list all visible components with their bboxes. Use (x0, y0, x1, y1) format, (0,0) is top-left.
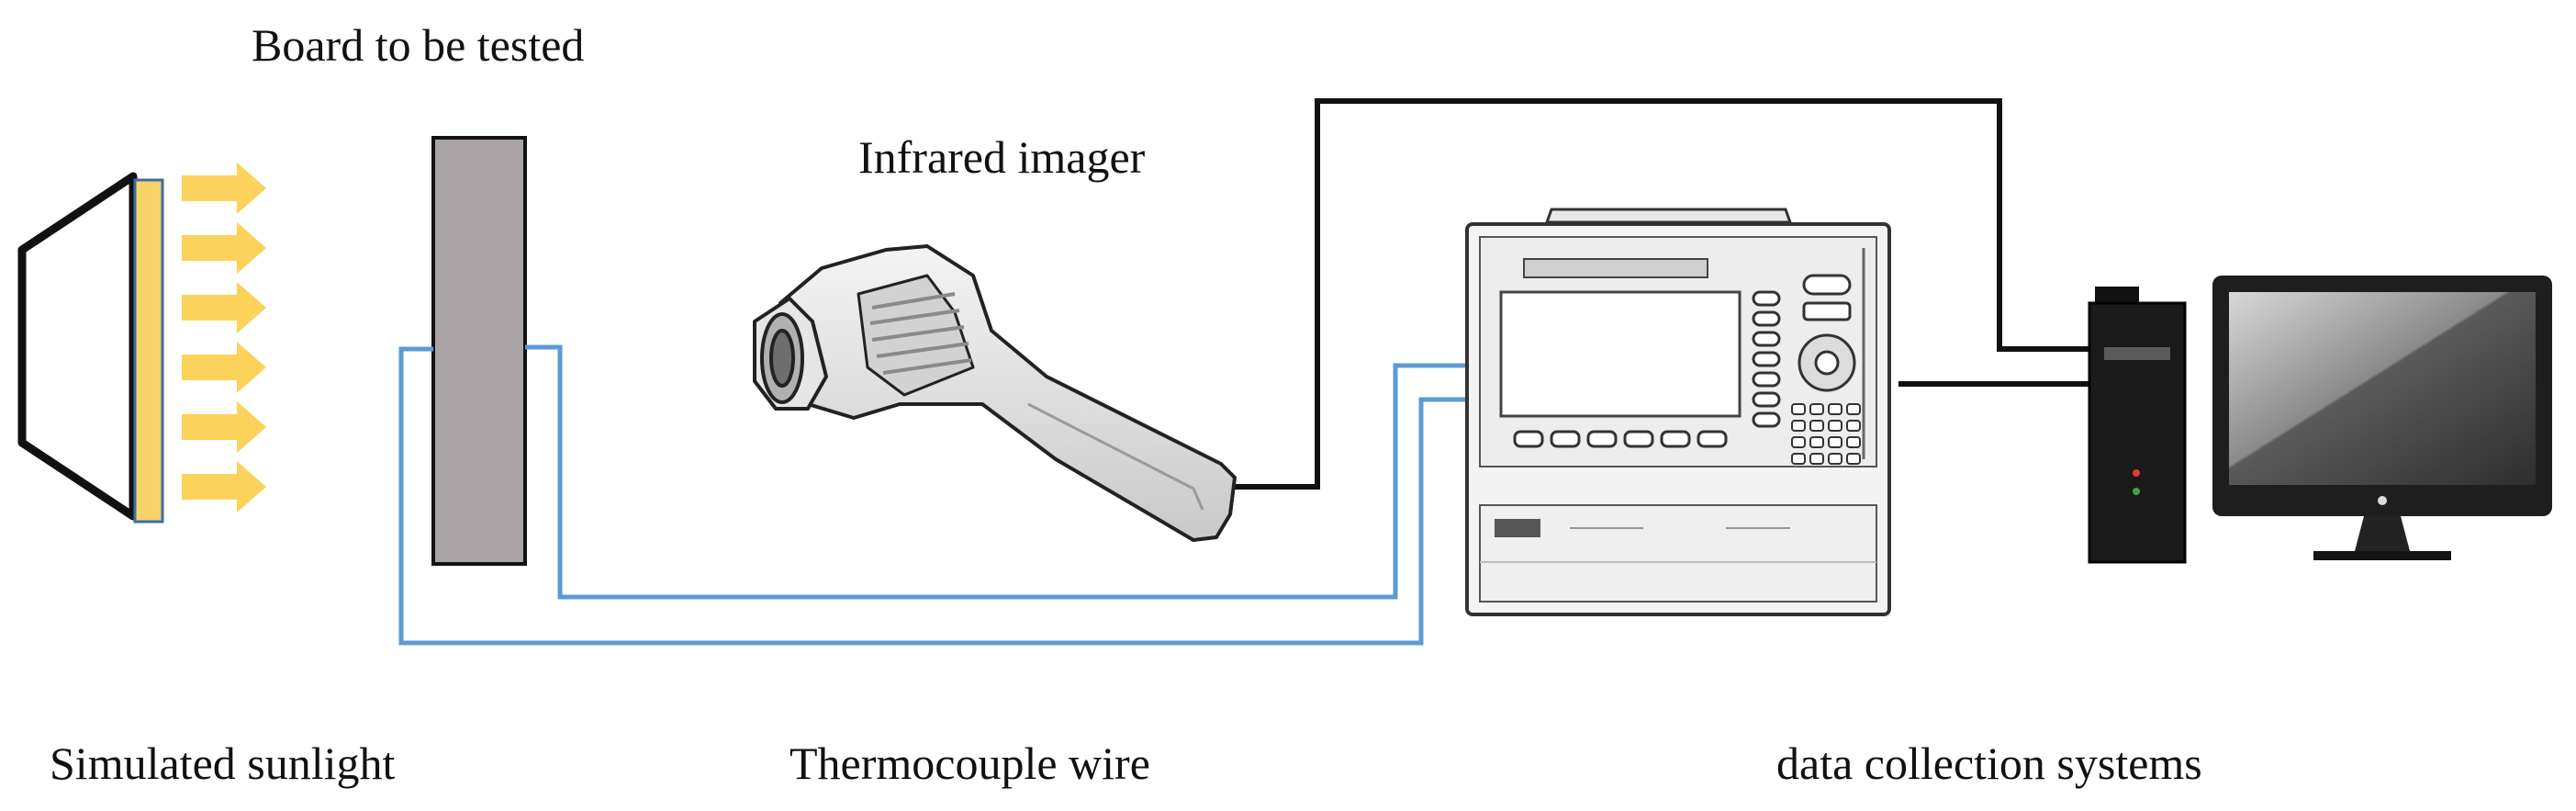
sunlight-arrows (182, 163, 266, 513)
pc-tower-icon (2088, 287, 2187, 564)
infrared-imager-icon (753, 244, 1237, 542)
recorder-key (1791, 420, 1806, 432)
data-recorder-icon (1465, 208, 1891, 616)
lamp-housing-icon (17, 172, 138, 521)
imager-signal-wire (1230, 98, 2095, 490)
recorder-side-buttons (1752, 290, 1781, 428)
recorder-keypad (1791, 403, 1861, 465)
recorder-key (1846, 420, 1861, 432)
recorder-key (1791, 453, 1806, 465)
imager-label: Infrared imager (858, 131, 1146, 183)
recorder-side-button (1752, 351, 1781, 367)
recorder-side-button (1752, 411, 1781, 428)
signal-wires (1230, 98, 2095, 490)
sunlight-arrow (182, 282, 266, 333)
recorder-key (1809, 453, 1824, 465)
recorder-side-button (1752, 310, 1781, 327)
thermocouple-wire-front (398, 346, 1469, 646)
daq-label: data collection systems (1776, 738, 2202, 789)
recorder-function-button (1623, 430, 1654, 448)
recorder-key (1828, 403, 1842, 415)
light-filter (133, 178, 164, 524)
sunlight-label: Simulated sunlight (50, 738, 396, 789)
thermocouple-wires (398, 344, 1469, 646)
recorder-key (1846, 436, 1861, 448)
recorder-function-button (1586, 430, 1618, 448)
recorder-key (1809, 403, 1824, 415)
recorder-function-button (1513, 430, 1544, 448)
sunlight-arrow (182, 401, 266, 453)
recorder-key (1791, 436, 1806, 448)
sunlight-arrow (182, 222, 266, 274)
recorder-function-button (1660, 430, 1691, 448)
thermocouple-label: Thermocouple wire (790, 738, 1150, 789)
sunlight-arrow (182, 342, 266, 393)
recorder-side-button (1752, 371, 1781, 388)
monitor-icon (2212, 276, 2552, 560)
recorder-key (1846, 403, 1861, 415)
thermocouple-wire-back (525, 344, 1469, 600)
sunlight-arrow (182, 163, 266, 214)
recorder-function-button (1550, 430, 1581, 448)
recorder-side-button (1752, 290, 1781, 307)
test-board (431, 136, 527, 566)
recorder-key (1809, 420, 1824, 432)
recorder-side-button (1752, 391, 1781, 408)
recorder-key (1828, 453, 1842, 465)
sunlight-arrow (182, 461, 266, 513)
board-label: Board to be tested (252, 19, 585, 71)
recorder-function-button (1697, 430, 1728, 448)
recorder-side-button (1752, 331, 1781, 347)
recorder-key (1828, 420, 1842, 432)
recorder-key (1846, 453, 1861, 465)
recorder-key (1828, 436, 1842, 448)
recorder-key (1791, 403, 1806, 415)
recorder-key (1809, 436, 1824, 448)
recorder-function-buttons (1513, 430, 1728, 448)
